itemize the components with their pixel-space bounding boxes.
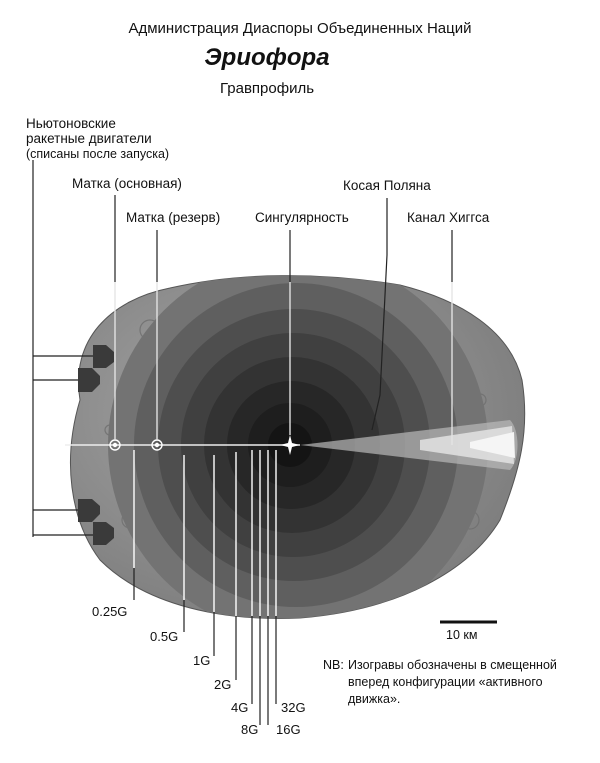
g-level-label: 2G: [214, 677, 232, 692]
g-level-leaders: [133, 568, 277, 725]
newtonian-engines: [78, 345, 114, 545]
womb-main-label: Матка (основная): [72, 176, 182, 191]
g-level-lines: [133, 450, 277, 616]
engine-icon: [93, 345, 114, 368]
ship-name-title: Эриофора: [204, 44, 330, 71]
singularity-marker: [280, 435, 300, 455]
organization-title: Администрация Диаспоры Объединенных Наци…: [128, 20, 472, 37]
higgs-channel-cone: [300, 420, 518, 470]
engines-label-line1: Ньютоновские: [26, 116, 116, 131]
g-level-label: 4G: [231, 700, 249, 715]
engine-icon: [78, 499, 100, 522]
higgs-channel-label: Канал Хиггса: [407, 210, 490, 225]
g-level-label: 0.5G: [150, 629, 179, 644]
diagram-subtitle: Гравпрофиль: [219, 80, 315, 97]
note-prefix: NB:: [323, 658, 344, 672]
engine-icon: [93, 522, 114, 545]
womb-reserve-label: Матка (резерв): [126, 210, 221, 225]
engine-leader-lines: [32, 160, 93, 537]
g-level-label: 1G: [193, 653, 211, 668]
engines-label-line3: (списаны после запуска): [26, 147, 170, 161]
kosaya-polyana-label: Косая Поляна: [343, 178, 431, 193]
g-level-label: 16G: [276, 722, 301, 737]
g-level-label: 0.25G: [92, 604, 128, 619]
scale-bar-label: 10 км: [446, 628, 478, 642]
engine-icon: [78, 368, 100, 392]
g-level-label: 32G: [281, 700, 306, 715]
page-header: Администрация Диаспоры Объединенных Наци…: [0, 0, 600, 110]
singularity-label: Сингулярность: [255, 210, 349, 225]
note-text: Изогравы обозначены в смещенной вперед к…: [348, 658, 557, 706]
label-leader-lines-inside: [114, 282, 453, 445]
engines-label-line2: ракетные двигатели: [26, 131, 152, 146]
g-level-label: 8G: [241, 722, 259, 737]
